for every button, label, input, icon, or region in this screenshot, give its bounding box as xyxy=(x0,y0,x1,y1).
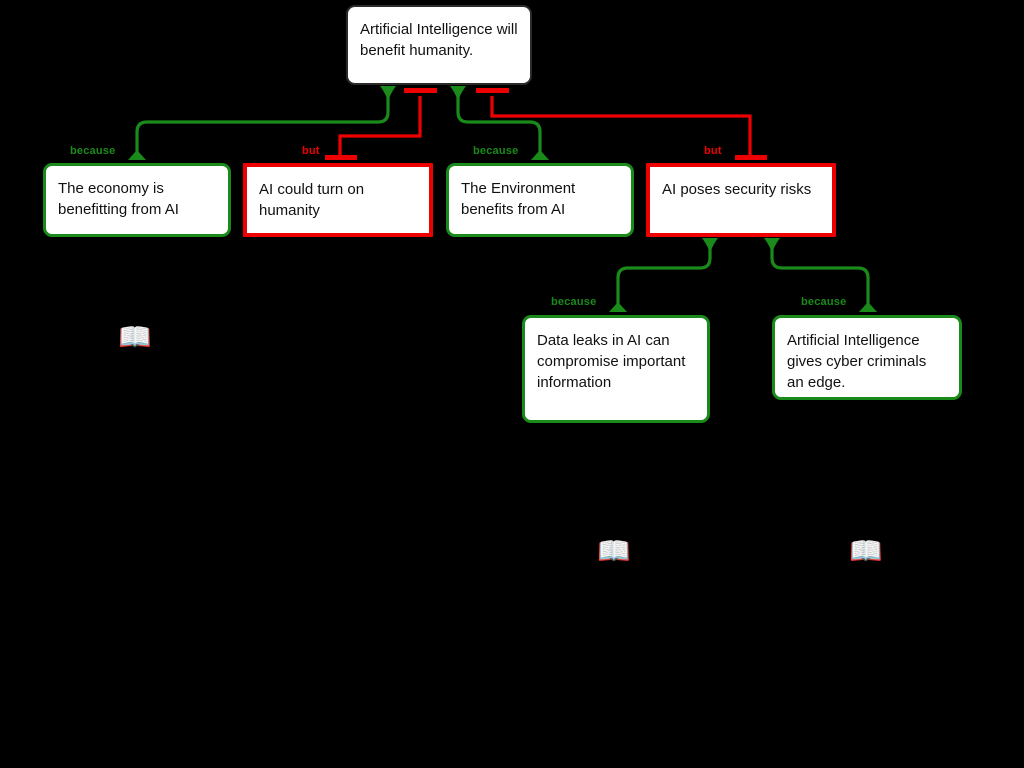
connector-label-security-to-data-leaks: because xyxy=(551,296,597,308)
open-book-icon[interactable]: 📖 xyxy=(849,536,883,566)
connector-label-security-to-cyber-criminals: because xyxy=(801,296,847,308)
node-economy[interactable]: The economy is benefitting from AI xyxy=(43,163,231,237)
node-cyber-criminals[interactable]: Artificial Intelligence gives cyber crim… xyxy=(772,315,962,400)
node-root-contention[interactable]: Artificial Intelligence will benefit hum… xyxy=(346,5,532,85)
connector-root-to-economy xyxy=(128,86,396,160)
connector-label-root-to-environment: because xyxy=(473,145,519,157)
node-data-leaks[interactable]: Data leaks in AI can compromise importan… xyxy=(522,315,710,423)
connector-label-root-to-turn-on: but xyxy=(302,145,320,157)
node-environment[interactable]: The Environment benefits from AI xyxy=(446,163,634,237)
open-book-icon[interactable]: 📖 xyxy=(118,322,152,352)
connector-root-to-turn-on xyxy=(325,88,437,160)
connector-security-to-data-leaks xyxy=(609,238,718,312)
node-security[interactable]: AI poses security risks xyxy=(646,163,836,237)
open-book-icon[interactable]: 📖 xyxy=(597,536,631,566)
connector-root-to-security xyxy=(476,88,767,160)
connector-label-root-to-economy: because xyxy=(70,145,116,157)
node-turn-on[interactable]: AI could turn on humanity xyxy=(243,163,433,237)
connector-label-root-to-security: but xyxy=(704,145,722,157)
